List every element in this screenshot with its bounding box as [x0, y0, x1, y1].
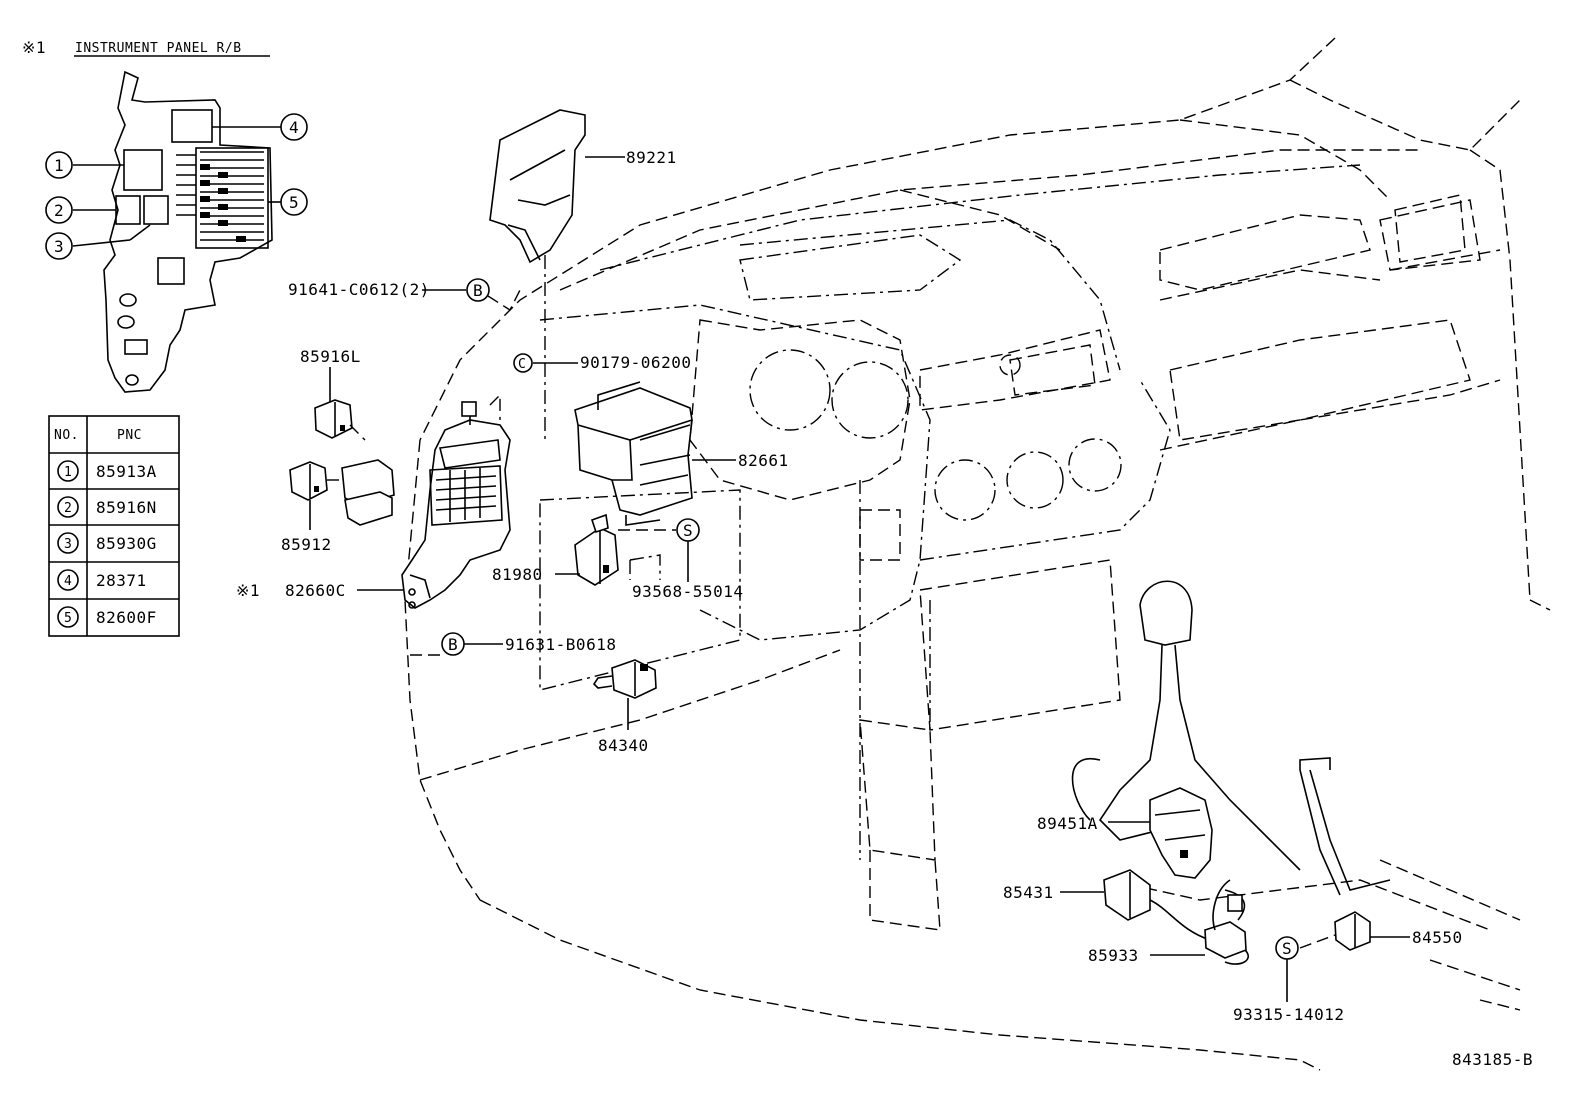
- label-93315: 93315-14012: [1233, 1005, 1344, 1024]
- callout-b-lower: B: [441, 632, 465, 656]
- svg-text:B: B: [448, 635, 458, 654]
- label-91641: 91641-C0612(2): [288, 280, 430, 299]
- label-85916L: 85916L: [300, 347, 361, 366]
- label-85431: 85431: [1003, 883, 1054, 902]
- part-82661-bracket[interactable]: [574, 381, 693, 526]
- table-row: 2 85916N: [57, 496, 157, 518]
- table-header-pnc: PNC: [117, 428, 142, 443]
- label-91631: 91631-B0618: [505, 635, 616, 654]
- svg-text:4: 4: [289, 118, 299, 137]
- part-89221-ecu[interactable]: [489, 109, 625, 264]
- svg-text:3: 3: [64, 537, 72, 552]
- table-header-no: NO.: [54, 428, 79, 443]
- table-row: 1 85913A: [57, 460, 157, 482]
- label-85912: 85912: [281, 535, 332, 554]
- part-85912-relay[interactable]: [289, 459, 395, 526]
- label-82660C: 82660C: [285, 581, 346, 600]
- part-84340-switch[interactable]: [592, 659, 657, 699]
- svg-text:5: 5: [289, 193, 299, 212]
- label-84550: 84550: [1412, 928, 1463, 947]
- part-85916L-relay[interactable]: [314, 399, 366, 441]
- svg-text:B: B: [473, 281, 483, 300]
- callout-s-lower: S: [1275, 936, 1299, 960]
- svg-text:85916N: 85916N: [96, 498, 157, 517]
- part-90179-nut: C: [513, 353, 533, 373]
- svg-text:28371: 28371: [96, 571, 147, 590]
- svg-text:85913A: 85913A: [96, 462, 157, 481]
- svg-text:1: 1: [64, 465, 72, 480]
- table-row: 3 85930G: [57, 532, 157, 554]
- svg-text:82600F: 82600F: [96, 608, 157, 627]
- callout-s-upper: S: [676, 518, 700, 542]
- part-89451A-shift-lock[interactable]: [1149, 787, 1213, 879]
- drawing-code: 843185-B: [1452, 1050, 1533, 1069]
- part-85933-wiring[interactable]: [1204, 879, 1249, 965]
- svg-text:C: C: [518, 357, 526, 372]
- svg-text:4: 4: [64, 574, 72, 589]
- callout-2: 2: [45, 196, 73, 224]
- svg-text:S: S: [683, 521, 693, 540]
- table-row: 5 82600F: [57, 606, 157, 628]
- part-81980-flasher[interactable]: [574, 513, 619, 586]
- label-90179: 90179-06200: [580, 353, 691, 372]
- header-title: INSTRUMENT PANEL R/B: [75, 41, 242, 56]
- relay-block-inset: [72, 70, 281, 393]
- dashboard-outline: [404, 37, 1551, 1071]
- svg-text:2: 2: [64, 501, 72, 516]
- callout-4: 4: [280, 113, 308, 141]
- label-89451A: 89451A: [1037, 814, 1098, 833]
- shift-lever: [1071, 580, 1391, 896]
- label-85933: 85933: [1088, 946, 1139, 965]
- label-81980: 81980: [492, 565, 543, 584]
- pnc-table: NO. PNC 1 85913A 2 85916N 3 85930G 4 283…: [48, 415, 180, 637]
- label-84340: 84340: [598, 736, 649, 755]
- callout-1: 1: [45, 151, 73, 179]
- part-85431-solenoid[interactable]: [1103, 869, 1211, 941]
- svg-text:S: S: [1282, 939, 1292, 958]
- part-82660C-relay-block[interactable]: [401, 393, 511, 609]
- part-84550-switch[interactable]: [1299, 911, 1371, 951]
- svg-text:2: 2: [54, 201, 64, 220]
- header-mark: ※1: [22, 38, 46, 57]
- callout-b-upper: B: [466, 278, 490, 302]
- callout-5: 5: [280, 188, 308, 216]
- label-82660C-mark: ※1: [236, 581, 260, 600]
- label-89221: 89221: [626, 148, 677, 167]
- svg-text:3: 3: [54, 237, 64, 256]
- callout-3: 3: [45, 232, 73, 260]
- svg-text:85930G: 85930G: [96, 534, 157, 553]
- fuse-area: [176, 147, 269, 249]
- label-82661: 82661: [738, 451, 789, 470]
- label-93568: 93568-55014: [632, 582, 743, 601]
- svg-text:5: 5: [64, 611, 72, 626]
- table-row: 4 28371: [57, 569, 147, 591]
- svg-text:1: 1: [54, 156, 64, 175]
